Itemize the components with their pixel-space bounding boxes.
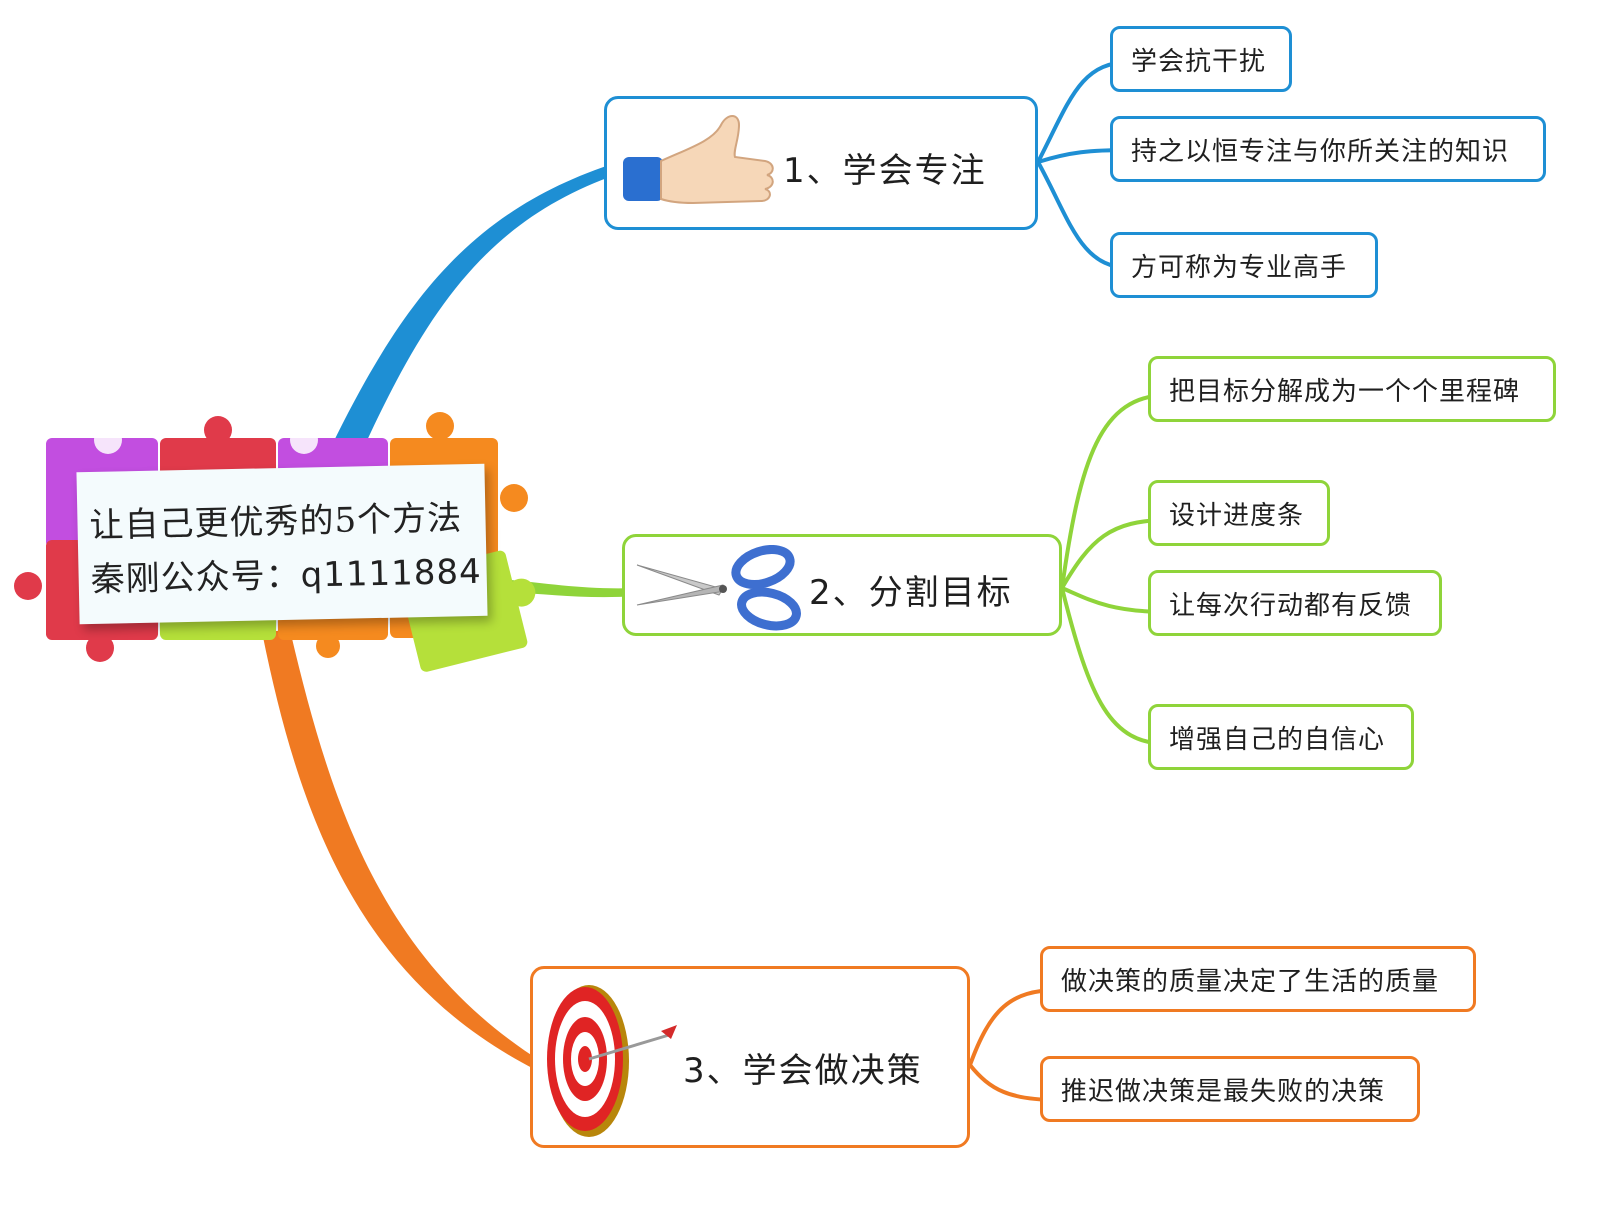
leaf-label: 推迟做决策是最失败的决策 xyxy=(1061,1076,1386,1107)
leaf-feedback[interactable]: 让每次行动都有反馈 xyxy=(1148,570,1442,636)
leaf-label: 增强自己的自信心 xyxy=(1169,724,1386,755)
leaf-professional-expert[interactable]: 方可称为专业高手 xyxy=(1110,232,1378,298)
leaf-milestones[interactable]: 把目标分解成为一个个里程碑 xyxy=(1148,356,1556,422)
leaf-label: 方可称为专业高手 xyxy=(1131,252,1348,283)
leaf-progress-bar[interactable]: 设计进度条 xyxy=(1148,480,1330,546)
leaf-label: 让每次行动都有反馈 xyxy=(1169,590,1413,621)
central-title: 让自己更优秀的5个方法 xyxy=(89,498,463,547)
leaf-label: 把目标分解成为一个个里程碑 xyxy=(1169,376,1521,407)
leaf-delay-decision[interactable]: 推迟做决策是最失败的决策 xyxy=(1040,1056,1420,1122)
topic-split-goals-label: 2、分割目标 xyxy=(809,573,1013,613)
leaf-confidence[interactable]: 增强自己的自信心 xyxy=(1148,704,1414,770)
branch-connector-3 xyxy=(262,630,542,1070)
topic-focus[interactable]: 1、学会专注 xyxy=(604,96,1038,230)
leaf-anti-interference[interactable]: 学会抗干扰 xyxy=(1110,26,1292,92)
leaf-label: 持之以恒专注与你所关注的知识 xyxy=(1131,136,1510,167)
central-subtitle: 秦刚公众号：q1111884 xyxy=(90,551,483,601)
topic-decisions[interactable]: 3、学会做决策 xyxy=(530,966,970,1148)
topic-split-goals[interactable]: 2、分割目标 xyxy=(622,534,1062,636)
leaf-connector xyxy=(1060,393,1169,589)
leaf-persist-focus[interactable]: 持之以恒专注与你所关注的知识 xyxy=(1110,116,1546,182)
scissors-icon xyxy=(636,545,801,631)
central-topic[interactable]: 让自己更优秀的5个方法 秦刚公众号：q1111884 xyxy=(76,463,488,625)
topic-decisions-label: 3、学会做决策 xyxy=(683,1051,923,1091)
thumbs-up-icon xyxy=(623,115,774,205)
leaf-label: 做决策的质量决定了生活的质量 xyxy=(1061,966,1440,997)
leaf-label: 设计进度条 xyxy=(1169,500,1305,531)
target-icon xyxy=(547,985,677,1137)
leaf-decision-quality[interactable]: 做决策的质量决定了生活的质量 xyxy=(1040,946,1476,1012)
leaf-label: 学会抗干扰 xyxy=(1131,46,1267,77)
topic-focus-label: 1、学会专注 xyxy=(783,151,987,191)
